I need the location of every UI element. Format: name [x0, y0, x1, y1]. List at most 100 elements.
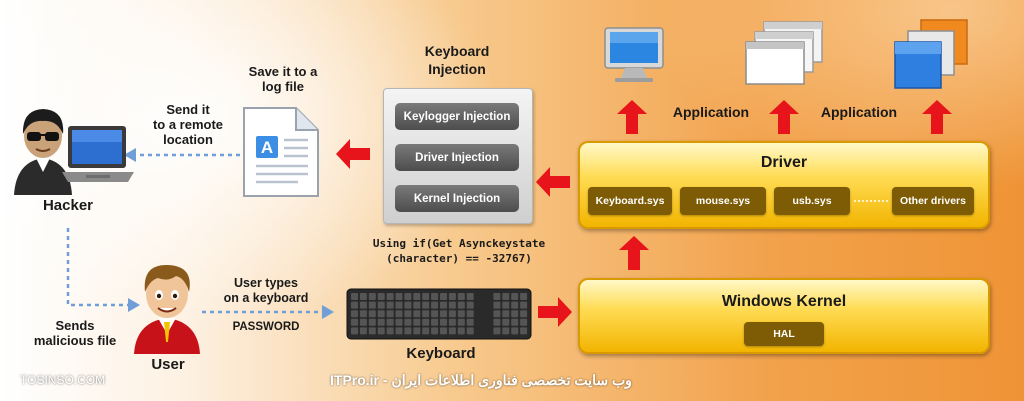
arrow-right-keyboard-to-kernel: [538, 297, 572, 327]
keyboard-key: [448, 310, 456, 318]
keyboard-key: [502, 327, 510, 335]
keyboard-key: [404, 327, 412, 335]
keyboard-key: [466, 318, 474, 326]
keyboard-key: [422, 318, 430, 326]
windows-color-stack-icon: [894, 19, 968, 89]
keyboard-key: [359, 310, 367, 318]
windows-kernel-title: Windows Kernel: [721, 293, 847, 310]
keyboard-key: [368, 318, 376, 326]
keyboard-key: [457, 327, 465, 335]
sends-file-line1: Sends: [55, 318, 95, 333]
keyboard-key: [448, 301, 456, 309]
keyboard-key: [511, 301, 519, 309]
keyboard-key: [493, 310, 501, 318]
keyboard-key: [351, 327, 358, 335]
asynckeystate-code: Using if(Get Asynckeystate (character) =…: [352, 236, 566, 266]
keyboard-key: [431, 327, 439, 335]
keyboard-key: [431, 293, 439, 300]
kernel-injection-item: Kernel Injection: [395, 185, 519, 212]
injection-title-line1: Keyboard: [424, 43, 490, 59]
sends-file-line2: malicious file: [33, 333, 117, 348]
laptop-icon: [62, 126, 134, 182]
keyboard-key: [395, 327, 403, 335]
send-remote-line2: to a remote: [152, 117, 224, 132]
keyboard-key: [404, 301, 412, 309]
keyboard-key: [351, 310, 358, 318]
keyboard-key: [386, 310, 394, 318]
injection-title: Keyboard Injection: [395, 42, 519, 78]
keyboard-key: [368, 301, 376, 309]
arrow-left-driver-to-injection: [536, 167, 570, 197]
keyboard-key: [520, 310, 528, 318]
mouse-sys-chip: mouse.sys: [680, 187, 766, 215]
keyboard-key: [351, 318, 358, 326]
hacker-avatar: [14, 109, 72, 195]
sends-file-label: Sends malicious file: [20, 318, 130, 348]
keyboard-key: [351, 301, 358, 309]
keyboard-key: [511, 310, 519, 318]
keyboard-key: [413, 318, 421, 326]
send-remote-line1: Send it: [166, 102, 210, 117]
keyboard-key: [502, 301, 510, 309]
keyboard-key: [413, 293, 421, 300]
keyboard-key: [466, 301, 474, 309]
keyboard-key: [511, 327, 519, 335]
user-types-line1: User types: [234, 276, 298, 290]
keyboard-key: [422, 301, 430, 309]
keyboard-key: [413, 310, 421, 318]
keyboard-key: [368, 327, 376, 335]
keyboard-key: [457, 310, 465, 318]
save-log-line1: Save it to a: [248, 64, 318, 79]
injection-panel: Keylogger Injection Driver Injection Ker…: [383, 88, 533, 224]
user-label: User: [151, 356, 185, 373]
save-log-label: Save it to a log file: [228, 64, 338, 94]
keyboard-key: [404, 318, 412, 326]
keyboard-key: [448, 293, 456, 300]
password-label: PASSWORD: [232, 321, 300, 333]
keyboard-key: [520, 293, 528, 300]
driver-injection-item: Driver Injection: [395, 144, 519, 171]
save-log-line2: log file: [262, 79, 304, 94]
keyboard-key: [413, 301, 421, 309]
driver-box: Driver Keyboard.sys mouse.sys usb.sys Ot…: [578, 141, 990, 229]
send-remote-label: Send it to a remote location: [138, 102, 238, 147]
keyboard-key: [386, 318, 394, 326]
user-types-line2: on a keyboard: [223, 291, 309, 305]
keyboard-key: [351, 293, 358, 300]
arrow-up-app3: [922, 100, 952, 134]
keyboard-key: [493, 318, 501, 326]
keyboard-key: [511, 318, 519, 326]
code-line1: Using if(Get Asynckeystate: [372, 237, 546, 250]
keyboard-key: [395, 293, 403, 300]
application-label-1: Application: [672, 104, 750, 120]
keyboard-key: [502, 318, 510, 326]
keyboard-key: [457, 293, 465, 300]
keyboard-key: [431, 310, 439, 318]
keyboard-key: [520, 327, 528, 335]
keyboard-key: [377, 310, 385, 318]
windows-stack-icon: [745, 21, 823, 85]
svg-text:A: A: [261, 138, 273, 157]
keyboard-key: [368, 293, 376, 300]
keyboard-key: [511, 293, 519, 300]
keyboard-key: [440, 293, 447, 300]
keyboard-key: [395, 318, 403, 326]
keyboard-key: [493, 301, 501, 309]
keyboard-sys-chip: Keyboard.sys: [588, 187, 672, 215]
keyboard-key: [431, 318, 439, 326]
keyboard-key: [466, 310, 474, 318]
keyboard-key: [395, 310, 403, 318]
keyboard-key: [440, 301, 447, 309]
keyboard-key: [448, 318, 456, 326]
keyboard-key: [377, 301, 385, 309]
keyboard-key: [359, 301, 367, 309]
keyboard-key: [368, 310, 376, 318]
keyboard-key: [359, 318, 367, 326]
monitor-icon: [604, 27, 664, 82]
user-avatar: [134, 264, 200, 354]
keyboard-label: Keyboard: [406, 345, 476, 362]
keyboard-key: [386, 293, 394, 300]
keyboard-key: [377, 293, 385, 300]
injection-title-line2: Injection: [428, 61, 486, 77]
